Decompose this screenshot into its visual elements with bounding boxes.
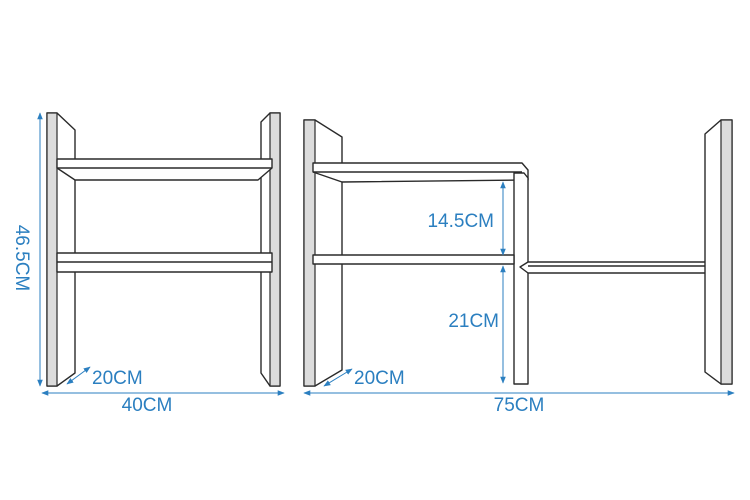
right-lower-gap-label: 21CM: [448, 311, 499, 332]
left-unit-left-panel-edge: [46, 112, 58, 387]
right-shelf-unit: [303, 119, 733, 387]
right-unit-middle-shelf: [312, 254, 515, 265]
right-width-label: 75CM: [494, 395, 545, 416]
left-shelf-unit: [46, 112, 281, 387]
left-depth-dimension: 20CM: [66, 366, 143, 389]
left-unit-right-panel-edge: [269, 112, 281, 387]
left-width-dimension: 40CM: [41, 390, 285, 416]
left-unit-top-shelf: [56, 158, 273, 181]
right-lower-gap-dimension: 21CM: [448, 265, 506, 384]
left-height-label: 46.5CM: [11, 225, 32, 292]
right-unit-extension-shelf: [519, 261, 723, 274]
right-unit-left-panel-edge: [303, 119, 316, 387]
right-depth-dimension: 20CM: [323, 368, 405, 389]
left-width-label: 40CM: [122, 395, 173, 416]
right-depth-label: 20CM: [354, 368, 405, 389]
right-upper-gap-dimension: 14.5CM: [427, 181, 506, 256]
right-upper-gap-label: 14.5CM: [427, 211, 494, 232]
left-depth-label: 20CM: [92, 368, 143, 389]
right-unit-middle-panel: [513, 172, 529, 385]
left-height-dimension: 46.5CM: [11, 112, 43, 387]
right-width-dimension: 75CM: [303, 390, 735, 416]
right-unit-right-panel-edge: [720, 119, 733, 385]
